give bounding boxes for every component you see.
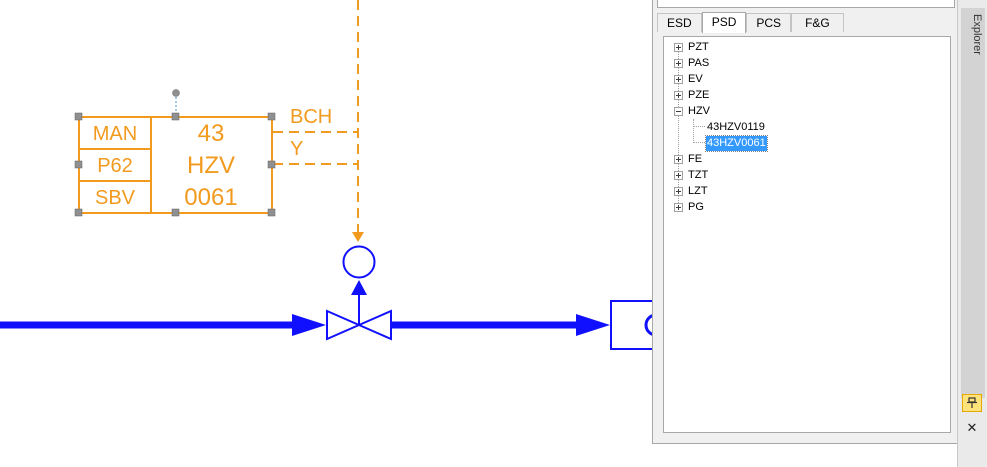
expand-plus-icon[interactable] bbox=[674, 155, 683, 164]
collapse-minus-icon[interactable] bbox=[674, 107, 683, 116]
explorer-dock-label[interactable]: Explorer bbox=[971, 14, 983, 55]
tag-number-line-1: 43 bbox=[198, 120, 225, 147]
tag-left-label-3: SBV bbox=[95, 187, 136, 209]
expand-plus-icon[interactable] bbox=[674, 43, 683, 52]
tree-item-label[interactable]: PZE bbox=[688, 89, 710, 101]
signal-lines bbox=[273, 0, 359, 232]
right-dock-sidebar: Explorer ✕ bbox=[957, 0, 987, 467]
explorer-tabs: ESD PSD PCS F&G bbox=[657, 12, 844, 33]
control-valve[interactable] bbox=[326, 245, 392, 341]
tree-item-label[interactable]: LZT bbox=[688, 185, 708, 197]
signal-label-top: BCH bbox=[290, 106, 332, 128]
tab-pcs[interactable]: PCS bbox=[746, 13, 792, 32]
tab-psd[interactable]: PSD bbox=[701, 12, 747, 33]
signal-label-bottom: Y bbox=[290, 138, 303, 160]
tree-connector bbox=[693, 142, 705, 143]
tag-left-label-2: P62 bbox=[97, 155, 133, 177]
tag-number-line-2: HZV bbox=[187, 152, 235, 179]
tree-connector bbox=[678, 47, 679, 207]
explorer-dock-tab[interactable] bbox=[961, 8, 985, 398]
tab-esd[interactable]: ESD bbox=[657, 13, 702, 32]
expand-plus-icon[interactable] bbox=[674, 187, 683, 196]
selection-handles[interactable] bbox=[74, 89, 276, 217]
explorer-tree[interactable]: PZT PAS EV PZE HZV 43HZV0119 43HZV0061 F… bbox=[663, 36, 951, 433]
instrument-tag-box[interactable]: MAN P62 SBV 43 HZV 0061 bbox=[78, 116, 273, 214]
pin-icon bbox=[967, 397, 977, 408]
tag-number-line-3: 0061 bbox=[184, 184, 237, 211]
process-line bbox=[0, 314, 610, 336]
tree-item-label[interactable]: EV bbox=[688, 73, 703, 85]
signal-arrowhead bbox=[352, 232, 364, 242]
tree-item-label[interactable]: PG bbox=[688, 201, 704, 213]
tree-item-label[interactable]: PZT bbox=[688, 41, 709, 53]
expand-plus-icon[interactable] bbox=[674, 171, 683, 180]
expand-plus-icon[interactable] bbox=[674, 75, 683, 84]
close-button[interactable]: ✕ bbox=[964, 420, 980, 436]
close-icon: ✕ bbox=[966, 420, 978, 435]
tab-fg[interactable]: F&G bbox=[791, 13, 844, 32]
explorer-panel: ESD PSD PCS F&G PZT PAS EV PZE HZV bbox=[652, 0, 957, 444]
pin-button[interactable] bbox=[962, 394, 982, 412]
tree-item-label[interactable]: FE bbox=[688, 153, 703, 165]
tag-left-label-1: MAN bbox=[93, 123, 137, 145]
expand-plus-icon[interactable] bbox=[674, 59, 683, 68]
panel-top-bar bbox=[657, 0, 955, 8]
expand-plus-icon[interactable] bbox=[674, 91, 683, 100]
tree-connector bbox=[693, 119, 694, 143]
expand-plus-icon[interactable] bbox=[674, 203, 683, 212]
tree-connector bbox=[693, 126, 705, 127]
tree-item-label[interactable]: HZV bbox=[688, 105, 710, 117]
tree-item-label[interactable]: TZT bbox=[688, 169, 709, 181]
tree-item-label[interactable]: 43HZV0119 bbox=[707, 121, 765, 133]
tree-item-label-selected[interactable]: 43HZV0061 bbox=[705, 135, 768, 152]
tree-item-label[interactable]: PAS bbox=[688, 57, 710, 69]
